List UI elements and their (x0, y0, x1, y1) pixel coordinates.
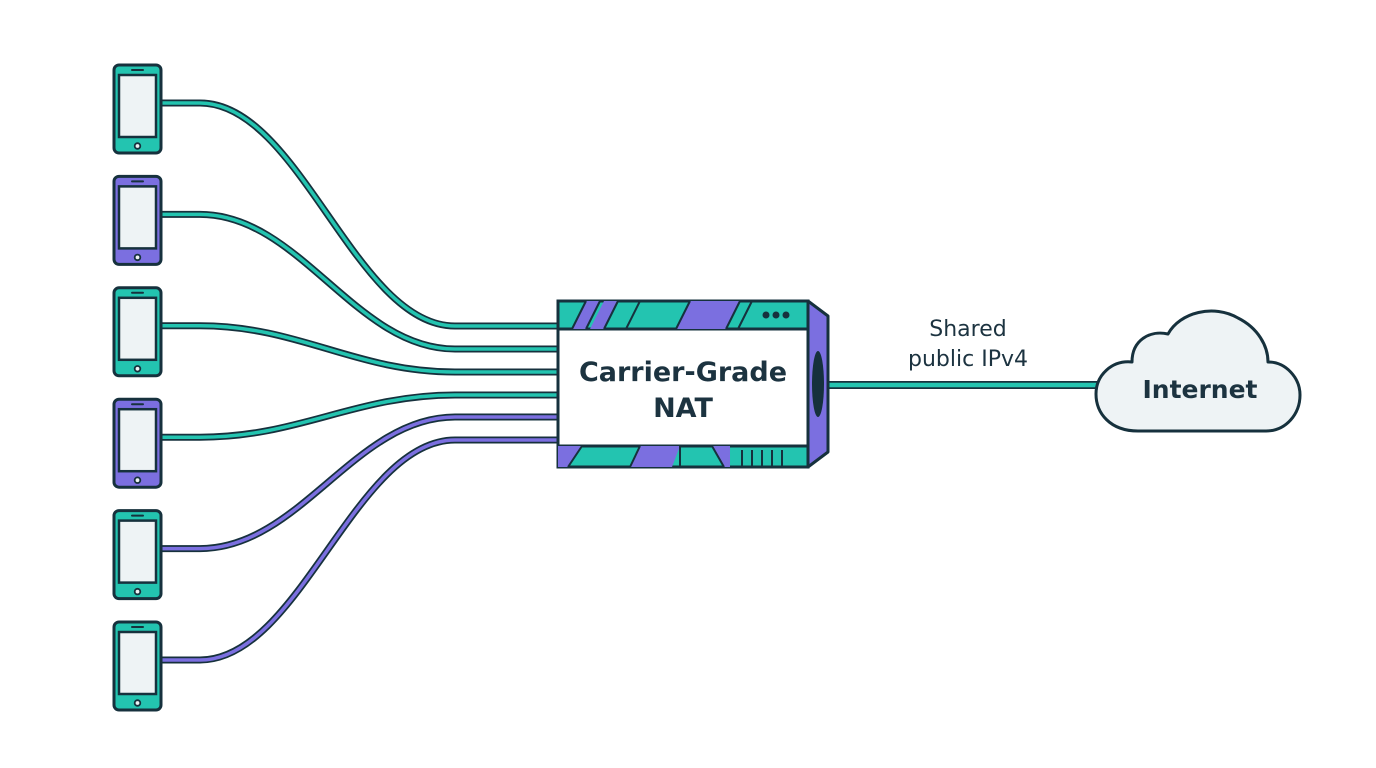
phone-screen (117, 185, 158, 250)
status-dot-icon (782, 311, 790, 319)
status-dot-icon (772, 311, 780, 319)
device-2 (112, 174, 163, 266)
cloud-label: Internet (1142, 375, 1257, 404)
phone-home-button (133, 587, 142, 596)
device-3 (112, 286, 163, 378)
uplink-label-line1: Shared (929, 317, 1006, 342)
nat-port (812, 351, 824, 417)
uplink-label-line2: public IPv4 (908, 347, 1028, 372)
phone-home-button (133, 142, 142, 150)
nat-top-stripe (556, 299, 810, 331)
nat-label-line2: NAT (653, 393, 713, 424)
phone-home-button (133, 253, 142, 262)
device-4 (112, 397, 163, 489)
device-connections (157, 99, 562, 664)
phone-screen (117, 73, 158, 139)
phone-screen (117, 407, 158, 473)
phone-screen (117, 630, 158, 696)
cloud-icon (1094, 309, 1302, 433)
cable-6 (159, 438, 560, 662)
nat-appliance: Carrier-Grade NAT (556, 299, 830, 469)
nat-bottom-stripe (556, 444, 810, 469)
nat-label-line1: Carrier-Grade (579, 357, 787, 388)
phone-home-button (133, 365, 142, 373)
device-1 (112, 63, 163, 155)
phone-screen (117, 296, 158, 362)
cable-4 (159, 393, 560, 439)
internet-cloud: Internet (1094, 309, 1302, 433)
cable-2 (159, 212, 560, 351)
phone-home-button (133, 476, 142, 484)
device-6 (112, 620, 163, 712)
phone-home-button (133, 699, 142, 707)
cable-1 (159, 101, 560, 328)
cable-5 (159, 415, 560, 551)
cable-3 (159, 324, 560, 374)
device-5 (112, 509, 163, 601)
device-column (112, 63, 163, 712)
phone-screen (117, 519, 158, 584)
status-dot-icon (762, 311, 770, 319)
